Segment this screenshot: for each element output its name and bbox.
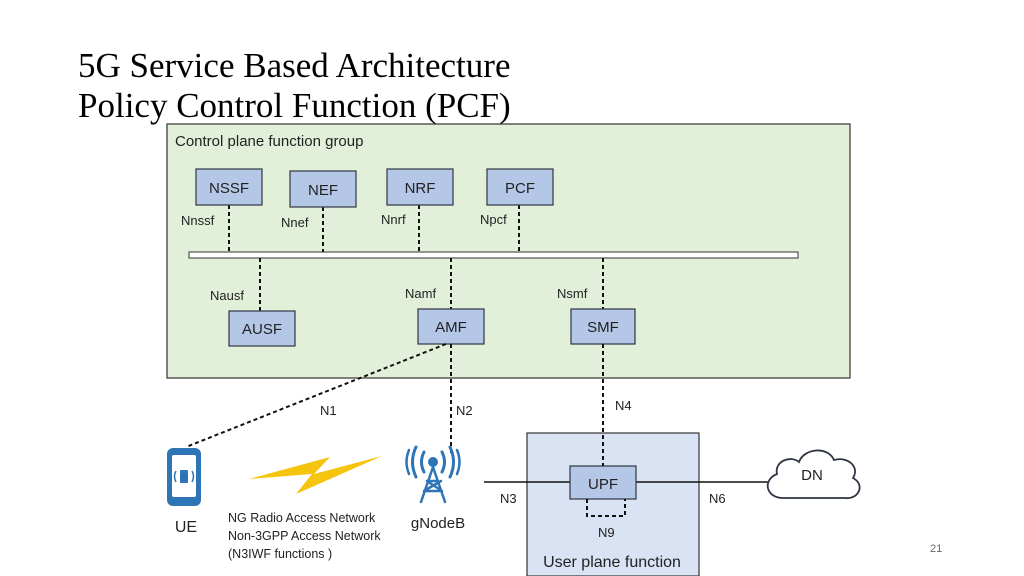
ue-phone-icon — [167, 448, 201, 506]
interface-namf: Namf — [405, 286, 436, 301]
nf-box-nrf[interactable] — [386, 168, 454, 206]
ref-n3: N3 — [500, 491, 517, 506]
ue-label: UE — [175, 519, 197, 536]
lightning-icon — [249, 456, 382, 494]
nf-box-smf[interactable] — [570, 308, 636, 345]
page-number: 21 — [930, 543, 943, 555]
gnodeb-tower-icon — [405, 445, 461, 504]
nf-label-pcf: PCF — [505, 180, 535, 197]
nf-label-amf: AMF — [435, 319, 467, 336]
ref-n2: N2 — [456, 403, 473, 418]
nf-label-nssf: NSSF — [209, 180, 249, 197]
control-plane-label: Control plane function group — [175, 133, 363, 150]
nf-box-pcf[interactable] — [486, 168, 554, 206]
upf-box[interactable] — [569, 465, 637, 500]
access-note-line-3: (N3IWF functions ) — [228, 547, 332, 561]
nf-label-ausf: AUSF — [242, 321, 282, 338]
n1-link — [185, 343, 447, 448]
upf-label: UPF — [588, 476, 618, 493]
user-plane-group — [526, 432, 700, 576]
interface-nsmf: Nsmf — [557, 286, 588, 301]
nf-label-smf: SMF — [587, 319, 619, 336]
nf-box-ausf[interactable] — [228, 310, 296, 347]
nf-label-nef: NEF — [308, 182, 338, 199]
interface-nnssf: Nnssf — [181, 213, 215, 228]
user-plane-label: User plane function — [543, 554, 681, 571]
access-note-line-1: NG Radio Access Network — [228, 511, 376, 525]
nf-label-nrf: NRF — [405, 180, 436, 197]
access-note-line-2: Non-3GPP Access Network — [228, 529, 381, 543]
nf-box-nssf[interactable] — [195, 168, 263, 206]
title-line-2: Policy Control Function (PCF) — [78, 86, 511, 125]
dn-label: DN — [801, 467, 823, 484]
dn-cloud-icon — [766, 449, 861, 499]
nf-box-amf[interactable] — [417, 308, 485, 345]
title-line-1: 5G Service Based Architecture — [78, 46, 511, 85]
gnodeb-label: gNodeB — [411, 515, 465, 532]
interface-nnef: Nnef — [281, 215, 309, 230]
ref-n9: N9 — [598, 525, 615, 540]
interface-nnrf: Nnrf — [381, 212, 406, 227]
ref-n4: N4 — [615, 398, 632, 413]
interface-nausf: Nausf — [210, 288, 244, 303]
nf-box-nef[interactable] — [289, 170, 357, 208]
interface-npcf: Npcf — [480, 212, 507, 227]
ref-n6: N6 — [709, 491, 726, 506]
service-bus — [188, 251, 799, 259]
ref-n1: N1 — [320, 403, 337, 418]
n9-loop — [586, 499, 626, 517]
